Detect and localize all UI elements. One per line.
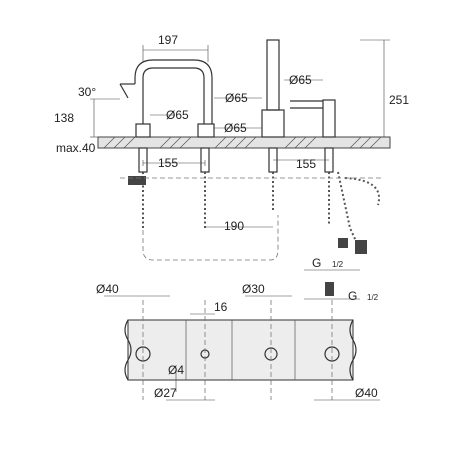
label-total-height: 251 [389, 93, 409, 107]
label-hole-e: Ø27 [154, 386, 177, 400]
label-thread-1: G [312, 256, 321, 270]
label-spout-angle: 30° [78, 85, 96, 99]
upper-dimensions [90, 39, 390, 300]
mixer-lever [290, 99, 336, 138]
label-dia-spout-hole: Ø65 [166, 108, 189, 122]
handshower [261, 39, 285, 138]
label-dia-handshower: Ø65 [289, 73, 312, 87]
label-hole-d: Ø4 [168, 363, 184, 377]
label-spout-height: 138 [54, 111, 74, 125]
label-hole-a: Ø40 [96, 282, 119, 296]
label-thread-2: G [348, 289, 357, 303]
label-dia-valve-a: Ø65 [225, 91, 248, 105]
label-hose-spacing: 190 [224, 219, 244, 233]
label-thread-2-frac: 1/2 [367, 293, 379, 302]
label-hole-f: Ø40 [355, 386, 378, 400]
dimension-labels: 197 30° 138 max.40 Ø65 Ø65 Ø65 Ø65 155 1… [54, 33, 409, 400]
label-thread-1-frac: 1/2 [332, 260, 344, 269]
lower-dimensions [104, 295, 380, 401]
spout [119, 59, 215, 138]
label-spout-reach: 197 [158, 33, 178, 47]
label-offset-left: 155 [158, 156, 178, 170]
label-dia-valve-b: Ø65 [224, 121, 247, 135]
label-hole-c: 16 [214, 300, 228, 314]
label-max-deck: max.40 [56, 141, 96, 155]
hole-plate [124, 300, 357, 400]
deck-section [97, 136, 391, 149]
label-hole-b: Ø30 [242, 282, 265, 296]
under-deck-parts [128, 147, 381, 296]
label-offset-right: 155 [296, 157, 316, 171]
